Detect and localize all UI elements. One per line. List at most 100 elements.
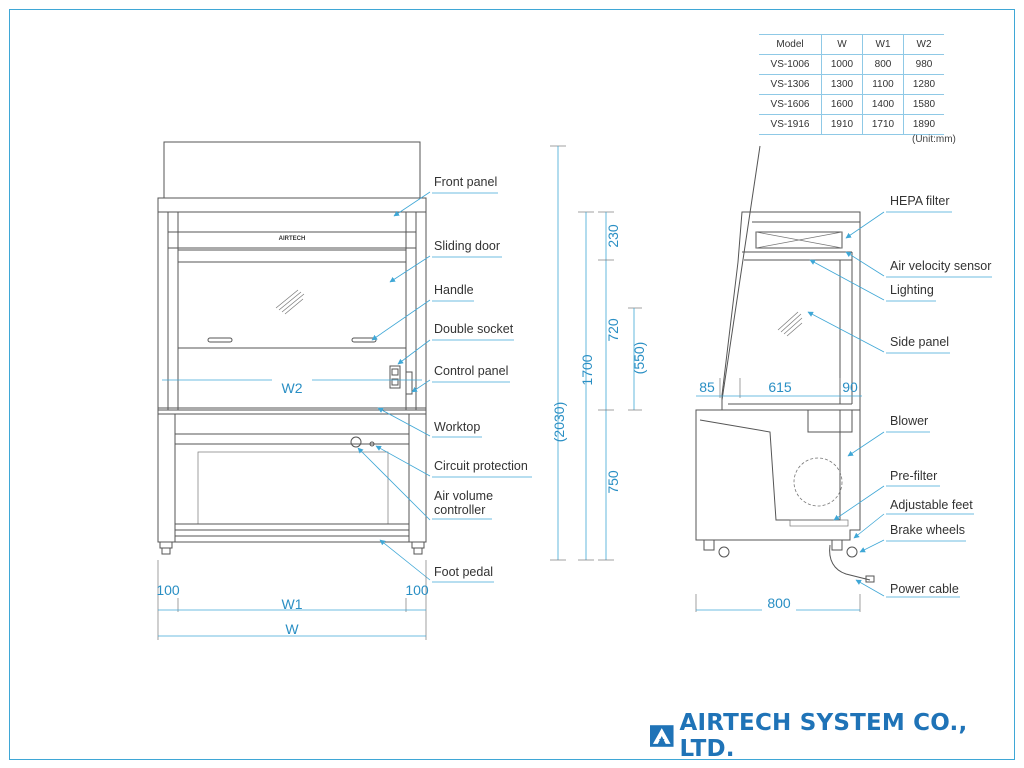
dim-left-100: 100 <box>156 582 180 598</box>
spec-cell: VS-1606 <box>759 94 822 115</box>
label-air-volume-controller: controller <box>434 503 485 517</box>
spec-cell: VS-1916 <box>759 114 822 135</box>
cabinet-body <box>157 211 427 411</box>
front-callouts <box>357 191 532 583</box>
work-tray <box>174 413 410 435</box>
label-double-socket: Double socket <box>434 322 514 336</box>
label-blower: Blower <box>890 414 928 428</box>
handle-left <box>207 337 233 343</box>
air-volume-knob <box>350 436 362 448</box>
power-plug <box>865 575 875 583</box>
power-cable <box>829 544 871 581</box>
spec-cell: 1000 <box>821 54 863 75</box>
dim-90: 90 <box>842 379 858 395</box>
lower-cabinet <box>695 409 861 541</box>
brand-plate: AIRTECH <box>279 236 306 242</box>
company-logo: AIRTECH SYSTEM CO., LTD. <box>650 710 1024 762</box>
dim-w1: W1 <box>282 596 303 612</box>
label-air-velocity-sensor: Air velocity sensor <box>890 259 991 273</box>
hepa-x2 <box>755 231 843 249</box>
dim-opening-550: (550) <box>631 342 647 375</box>
spec-cell: 1300 <box>821 74 863 95</box>
spec-header: W <box>821 34 863 55</box>
side-callouts <box>807 211 992 598</box>
spec-cell: VS-1306 <box>759 74 822 95</box>
spec-row: VS-1916 1910 1710 1890 <box>759 114 944 135</box>
spec-cell: 800 <box>862 54 904 75</box>
blower-casing <box>699 410 841 521</box>
spec-cell: 1400 <box>862 94 904 115</box>
dim-85: 85 <box>699 379 715 395</box>
exhaust-hood <box>163 141 421 199</box>
label-worktop: Worktop <box>434 420 480 434</box>
spec-cell: 1580 <box>903 94 944 115</box>
label-circuit-protection: Circuit protection <box>434 459 528 473</box>
dim-w2: W2 <box>282 380 303 396</box>
pre-filter <box>789 519 849 527</box>
label-side-panel: Side panel <box>890 335 949 349</box>
model-spec-table: Model W W1 W2 VS-1006 1000 800 980 VS-13… <box>759 34 944 135</box>
spec-cell: 1710 <box>862 114 904 135</box>
label-front-panel: Front panel <box>434 175 497 189</box>
base-opening <box>197 451 389 525</box>
dim-cabinet-1700: 1700 <box>579 354 595 385</box>
left-foot <box>159 541 173 549</box>
spec-row: VS-1006 1000 800 980 <box>759 54 944 75</box>
right-leg <box>408 413 427 543</box>
right-foot-base <box>413 547 423 555</box>
label-control-panel: Control panel <box>434 364 508 378</box>
glass-hatch <box>275 289 305 315</box>
dim-base-750: 750 <box>605 470 621 494</box>
dim-w: W <box>285 621 299 637</box>
dim-opening-720: 720 <box>605 318 621 342</box>
spec-header-row: Model W W1 W2 <box>759 34 944 55</box>
spec-cell: 1910 <box>821 114 863 135</box>
dim-overall-2030: (2030) <box>551 402 567 442</box>
company-name: AIRTECH SYSTEM CO., LTD. <box>679 710 968 762</box>
spec-cell: 1280 <box>903 74 944 95</box>
dim-depth-800: 800 <box>767 595 791 611</box>
front-panel-top <box>157 197 427 213</box>
blower-fan <box>793 457 843 507</box>
double-socket <box>389 365 401 389</box>
left-leg <box>157 413 176 543</box>
front-view: AIRTECH <box>157 141 427 555</box>
dim-615: 615 <box>768 379 792 395</box>
spec-cell: VS-1006 <box>759 54 822 75</box>
sheet-border <box>9 9 1015 760</box>
height-dimensions <box>550 145 642 561</box>
label-power-cable: Power cable <box>890 582 959 596</box>
unit-note: (Unit:mm) <box>912 134 956 145</box>
label-foot-pedal: Foot pedal <box>434 565 493 579</box>
spec-cell: 1100 <box>862 74 904 95</box>
spec-cell: 1600 <box>821 94 863 115</box>
light-bar <box>167 231 417 249</box>
label-brake-wheels: Brake wheels <box>890 523 965 537</box>
spec-row: VS-1606 1600 1400 1580 <box>759 94 944 115</box>
front-wheel <box>718 546 730 558</box>
spec-row: VS-1306 1300 1100 1280 <box>759 74 944 95</box>
socket-1 <box>391 368 399 376</box>
left-foot-base <box>161 547 171 555</box>
rear-wheel <box>846 546 858 558</box>
front-dimensions <box>157 379 427 640</box>
upper-cabinet <box>721 211 861 411</box>
side-dimensions <box>695 378 862 612</box>
spec-cell: 1890 <box>903 114 944 135</box>
spec-header: Model <box>759 34 822 55</box>
spec-header: W1 <box>862 34 904 55</box>
right-foot <box>411 541 425 549</box>
circuit-breaker <box>369 441 375 447</box>
foot-rail <box>174 523 410 531</box>
rear-foot <box>831 539 843 551</box>
side-foot <box>703 539 715 551</box>
label-handle: Handle <box>434 283 474 297</box>
dim-right-100: 100 <box>405 582 429 598</box>
label-pre-filter: Pre-filter <box>890 469 937 483</box>
label-hepa-filter: HEPA filter <box>890 194 950 208</box>
label-sliding-door: Sliding door <box>434 239 500 253</box>
label-lighting: Lighting <box>890 283 934 297</box>
label-adjustable-feet: Adjustable feet <box>890 498 973 512</box>
